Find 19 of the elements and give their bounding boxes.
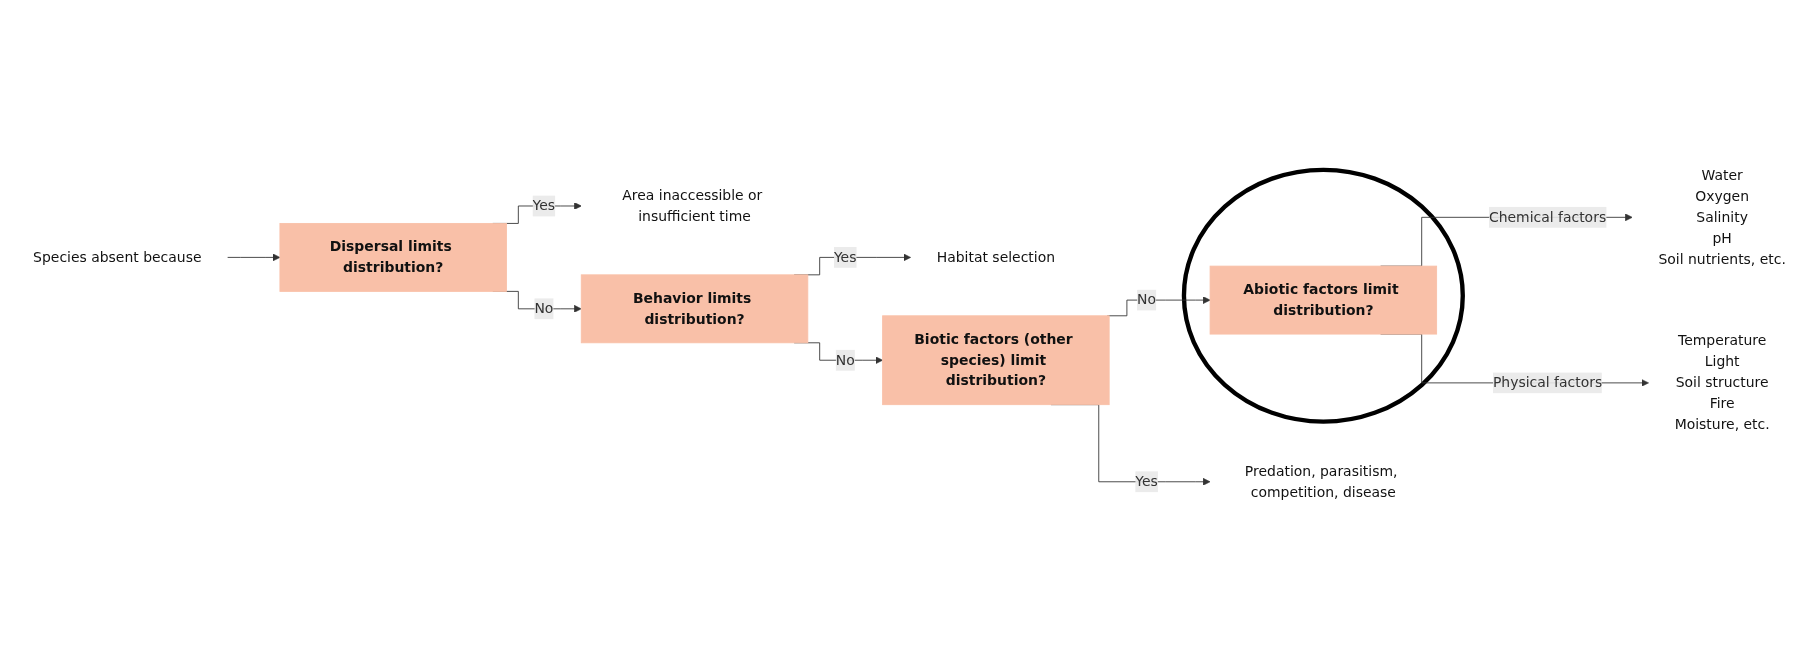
edge-label: Physical factors	[1492, 373, 1603, 391]
edge-label: Yes	[532, 196, 556, 214]
edge-label: No	[1137, 291, 1157, 308]
node-box: Dispersal limits distribution?	[279, 222, 507, 292]
edge-label: Yes	[833, 248, 857, 265]
node-text: Habitat selection	[936, 248, 1056, 265]
edge-label: Chemical factors	[1488, 208, 1607, 225]
node-text: Species absent because	[33, 248, 202, 265]
highlight-circle	[1181, 167, 1465, 424]
edge-label: Yes	[1135, 472, 1158, 490]
node-text: Predation, parasitism, competition, disease	[1244, 462, 1398, 500]
edge-label: No	[835, 351, 855, 368]
node-text: Area inaccessible or insufficient time	[622, 186, 763, 224]
edge-label: No	[534, 299, 554, 317]
node-box: Behavior limits distribution?	[580, 274, 809, 343]
node-box: Abiotic factors limit distribution?	[1209, 265, 1438, 335]
node-text: Temperature Light Soil structure Fire Moisture, etc.	[1674, 331, 1770, 433]
node-box: Biotic factors (other species) limit distribution?	[882, 314, 1110, 405]
node-text: Water Oxygen Salinity pH Soil nutrients, etc.	[1658, 166, 1786, 267]
